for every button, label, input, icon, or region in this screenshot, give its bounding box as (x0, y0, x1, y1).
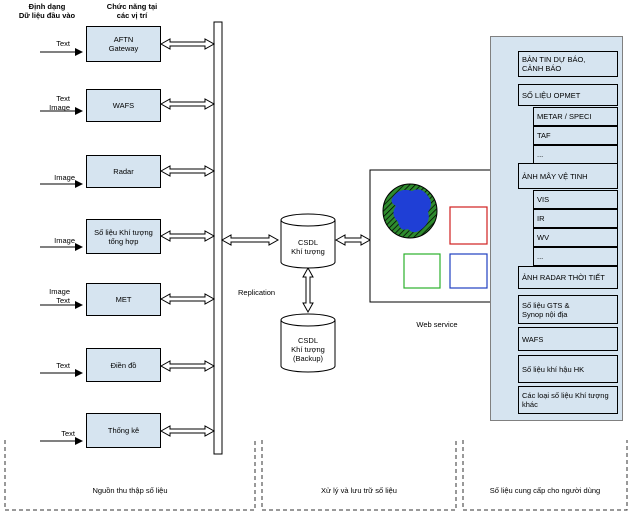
section-collection-bracket (4, 440, 256, 511)
header-input-format: Định dạng Dữ liệu đầu vào (18, 2, 76, 20)
source-box-radar: Radar (86, 155, 161, 188)
database-backup-cylinder (280, 313, 336, 373)
replication-link (302, 266, 314, 314)
database-backup-label: CSDL Khí tượng (Backup) (291, 336, 325, 363)
source-box-aftn-gateway: AFTN Gateway (86, 26, 161, 62)
database-main-cylinder (280, 213, 336, 269)
replication-label: Replication (238, 288, 276, 297)
source-box-synthetic-weather-data: Số liệu Khí tượng tổng hợp (86, 219, 161, 254)
red-window-icon (449, 206, 488, 245)
web-service-label: Web service (416, 320, 458, 329)
bus-link-2 (159, 98, 216, 110)
product-wafs: WAFS (518, 327, 618, 351)
input-label-5: Image Text (49, 287, 70, 305)
source-box-wafs: WAFS (86, 89, 161, 122)
input-label-4: Image (54, 236, 75, 245)
footer-distribution-label: Số liệu cung cấp cho người dùng (489, 486, 601, 495)
bus-link-3 (159, 165, 216, 177)
bus-link-5 (159, 293, 216, 305)
source-box-statistics: Thống kê (86, 413, 161, 448)
product-metar-speci: METAR / SPECI (533, 107, 618, 126)
bus-link-4 (159, 230, 216, 242)
product-opmet: SỐ LIỆU OPMET (518, 84, 618, 106)
product-gts-synop: Số liệu GTS & Synop nội địa (518, 295, 618, 324)
product-ir: IR (533, 209, 618, 228)
product-forecast-bulletin: BẢN TIN DỰ BÁO, CẢNH BÁO (518, 51, 618, 77)
product-weather-radar: ẢNH RADAR THỜI TIẾT (518, 266, 618, 289)
data-bus-bar (213, 21, 223, 455)
input-label-7: Text (61, 429, 75, 438)
bus-link-7 (159, 425, 216, 437)
product-wv: WV (533, 228, 618, 247)
database-main-label: CSDL Khí tượng (291, 238, 325, 256)
input-label-3: Image (54, 173, 75, 182)
product-other-weather-data: Các loại số liệu Khí tượng khác (518, 386, 618, 414)
product-satellite-imagery: ẢNH MÂY VỆ TINH (518, 163, 618, 189)
input-label-2: Text Image (49, 94, 70, 112)
green-window-icon (403, 253, 441, 289)
bus-link-1 (159, 38, 216, 50)
product-vis: VIS (533, 190, 618, 209)
section-processing-bracket (261, 440, 457, 511)
db-web-link (334, 234, 372, 246)
input-label-1: Text (56, 39, 70, 48)
globe-icon (382, 183, 438, 239)
footer-processing-label: Xử lý và lưu trữ số liệu (321, 486, 397, 495)
input-label-6: Text (56, 361, 70, 370)
footer-collection-label: Nguồn thu thập số liệu (92, 486, 168, 495)
blue-window-icon (449, 253, 488, 289)
product-satellite-more: ... (533, 247, 618, 266)
product-taf: TAF (533, 126, 618, 145)
product-aviation-climate: Số liệu khí hậu HK (518, 355, 618, 383)
bus-link-6 (159, 360, 216, 372)
source-box-met: MET (86, 283, 161, 316)
header-location-function: Chức năng tại các vị trí (106, 2, 158, 20)
product-opmet-more: ... (533, 145, 618, 164)
section-distribution-bracket (462, 440, 628, 511)
bus-db-link (220, 234, 280, 246)
source-box-plotting: Điền đồ (86, 348, 161, 382)
